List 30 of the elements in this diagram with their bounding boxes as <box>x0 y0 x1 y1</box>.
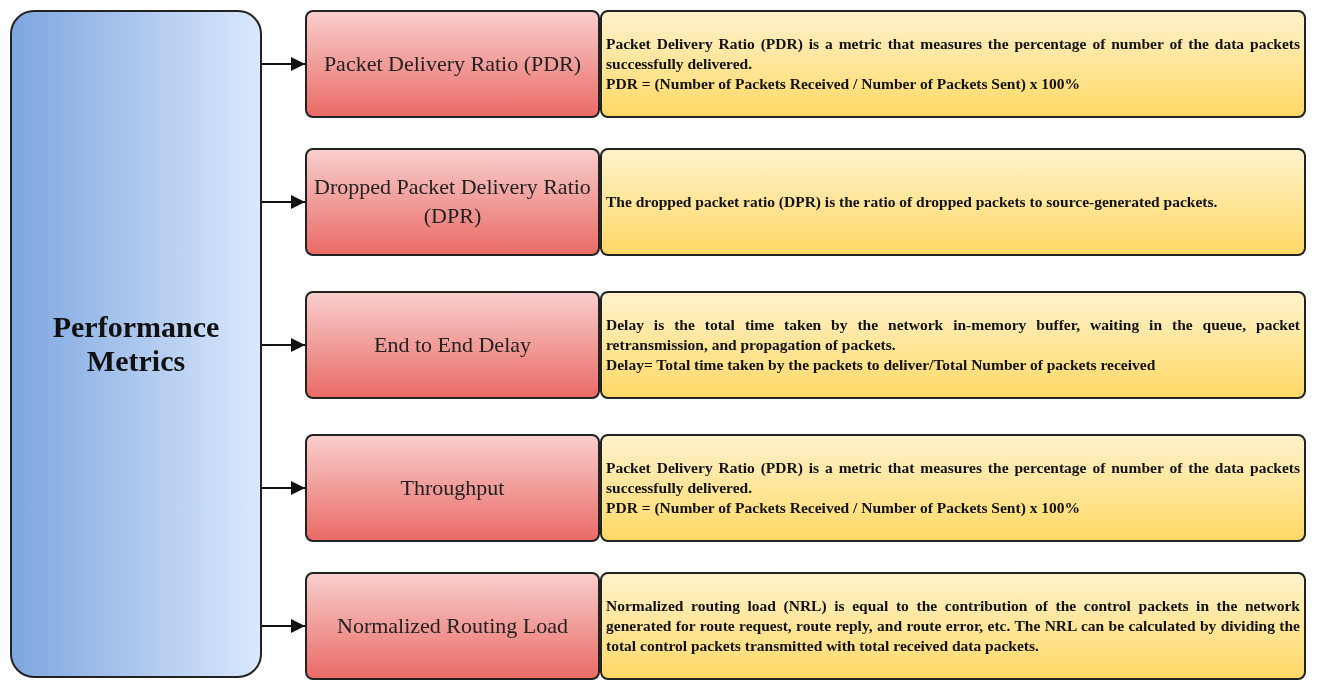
description-text: Packet Delivery Ratio (PDR) is a metric that measures the percentage of number of the data packets successfully delivered. <box>606 33 1300 74</box>
metric-box <box>305 10 600 118</box>
arrow <box>261 619 306 633</box>
description-text: Delay is the total time taken by the network in-memory buffer, waiting in the queue, packet retransmission, and propagation of packets. <box>606 314 1300 355</box>
metric-label: End to End Delay <box>373 330 532 359</box>
metric-label: Packet Delivery Ratio (PDR) <box>322 49 583 78</box>
description-box <box>600 572 1306 680</box>
description-text: PDR = (Number of Packets Received / Number of Packets Sent) x 100% <box>606 498 1082 519</box>
metric-box <box>305 434 600 542</box>
category-box <box>10 10 262 678</box>
arrow <box>261 481 306 495</box>
metric-label: Performance Metrics <box>51 310 221 378</box>
description-text: Normalized routing load (NRL) is equal to the contribution of the control packets in the network generated for route request, route reply, and route error, etc. The NRL can be calculated by dividing the total control packets transmitted with total received data packets. <box>606 595 1300 657</box>
description-box <box>600 291 1306 399</box>
description-text: Packet Delivery Ratio (PDR) is a metric that measures the percentage of number of the data packets successfully delivered. <box>606 457 1300 498</box>
metric-box <box>305 148 600 256</box>
metric-label: Dropped Packet Delivery Ratio (DPR) <box>313 173 592 230</box>
metric-label: Normalized Routing Load <box>336 611 569 640</box>
metric-box <box>305 291 600 399</box>
metric-label: Throughput <box>399 473 506 502</box>
description-box <box>600 434 1306 542</box>
arrow <box>261 57 306 71</box>
description-text: PDR = (Number of Packets Received / Number of Packets Sent) x 100% <box>606 74 1082 95</box>
description-text: The dropped packet ratio (DPR) is the ratio of dropped packets to source-generated packets. <box>606 191 1219 212</box>
arrow <box>261 338 306 352</box>
arrow <box>261 195 306 209</box>
description-text: Delay= Total time taken by the packets to deliver/Total Number of packets received <box>606 355 1157 376</box>
metric-box <box>305 572 600 680</box>
description-box <box>600 10 1306 118</box>
description-box <box>600 148 1306 256</box>
